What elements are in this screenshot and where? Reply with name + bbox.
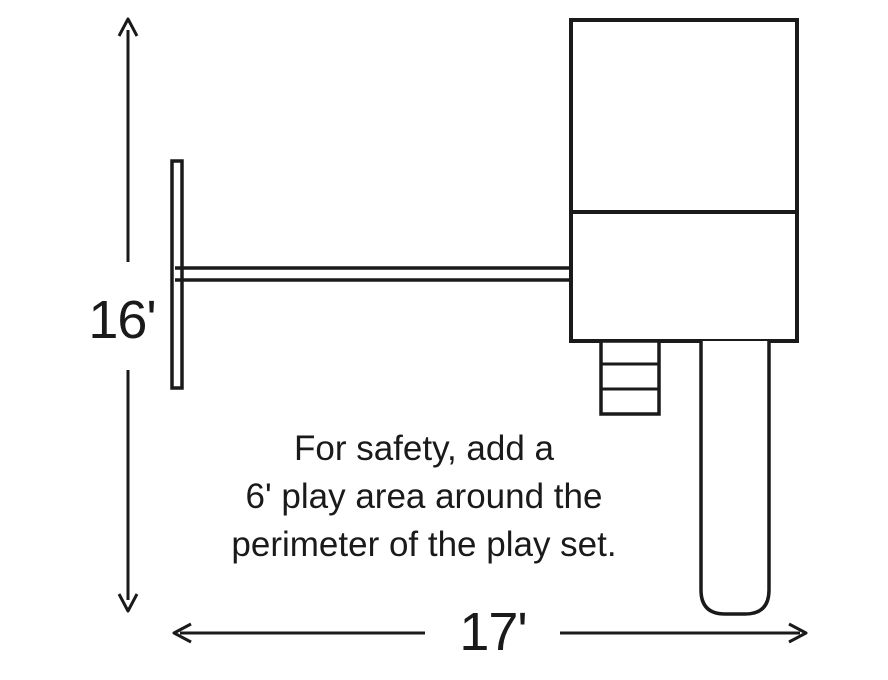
tower-roof <box>569 18 799 343</box>
slide <box>699 341 771 616</box>
safety-note-line: For safety, add a <box>294 429 555 468</box>
safety-note: For safety, add a 6' play area around th… <box>231 429 616 564</box>
tower-deck <box>569 18 799 343</box>
ladder <box>599 339 661 416</box>
width-dimension: 17' <box>172 602 808 662</box>
width-arrowhead-right <box>788 622 808 644</box>
width-arrowhead-left <box>172 622 192 644</box>
safety-note-line: perimeter of the play set. <box>231 525 616 564</box>
height-arrowhead-bottom <box>117 593 139 613</box>
width-label: 17' <box>459 602 526 662</box>
height-label: 16' <box>88 290 155 350</box>
safety-note-line: 6' play area around the <box>246 477 603 516</box>
height-dimension: 16' <box>88 17 157 613</box>
height-arrowhead-top <box>117 17 139 37</box>
swing-beam <box>175 266 571 282</box>
